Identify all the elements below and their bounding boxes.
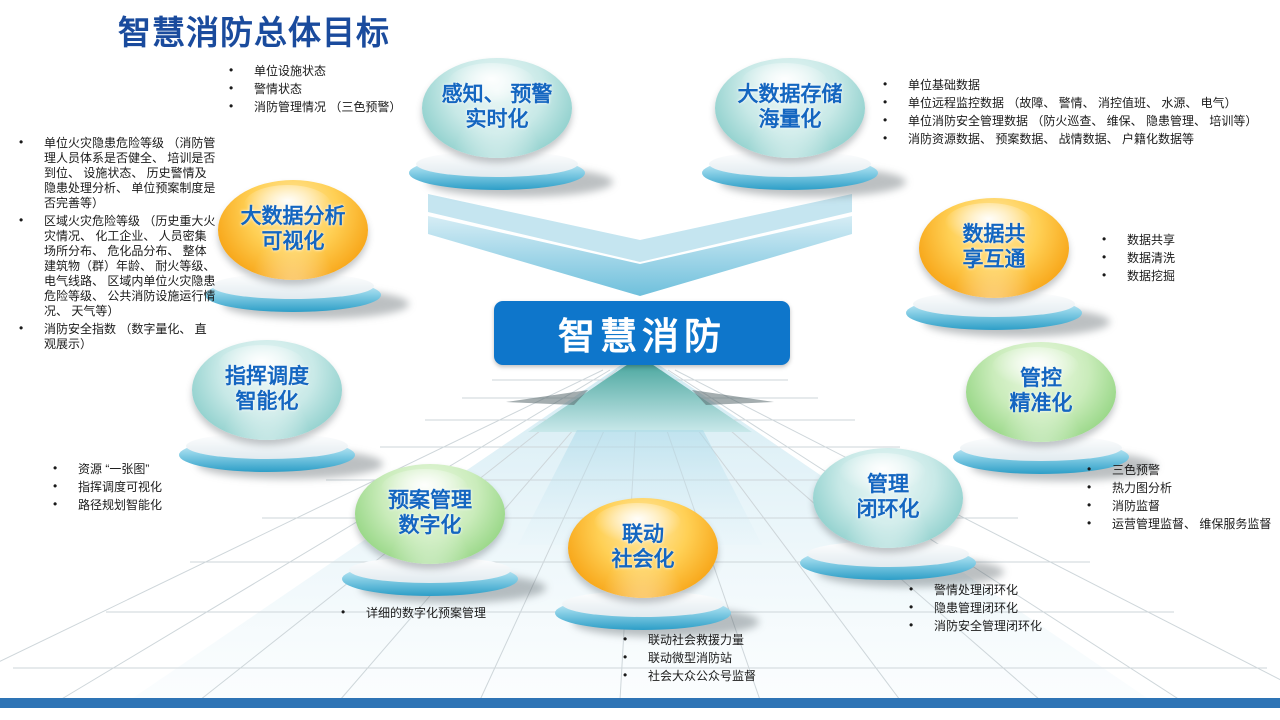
note-item: 区域火灾危险等级 （历史重大火灾情况、 化工企业、 人员密集场所分布、 危化品分…	[12, 213, 217, 319]
note-item: 联动微型消防站	[616, 650, 876, 666]
bubble-label-line1: 大数据存储	[737, 83, 843, 107]
sphere: 大数据存储 海量化	[715, 58, 865, 158]
bubble-label-line1: 预案管理	[388, 489, 472, 513]
note-item: 社会大众公众号监督	[616, 668, 876, 684]
bubble-label-line1: 联动	[622, 523, 664, 547]
note-item: 单位消防安全管理数据 （防火巡查、 维保、 隐患管理、 培训等）	[876, 113, 1276, 129]
sphere: 数据共 享互通	[919, 198, 1069, 298]
notes-analysis: 单位火灾隐患危险等级 （消防管理人员体系是否健全、 培训是否到位、 设施状态、 …	[12, 135, 217, 355]
note-item: 警情处理闭环化	[902, 582, 1172, 598]
bubble-label-line1: 大数据分析	[240, 205, 346, 229]
arrow-wing-shadow-right	[692, 390, 774, 405]
bubble-social-linkage: 联动 社会化	[555, 498, 760, 637]
bubble-label-line2: 闭环化	[856, 498, 920, 521]
bubble-bigdata-analysis: 大数据分析 可视化	[205, 180, 410, 319]
bubble-label-line1: 指挥调度	[225, 365, 309, 389]
sphere: 管控 精准化	[966, 342, 1116, 442]
sphere: 预案管理 数字化	[355, 464, 505, 564]
note-item: 详细的数字化预案管理	[334, 605, 594, 621]
sphere: 管理 闭环化	[813, 448, 963, 548]
note-item: 单位设施状态	[222, 63, 482, 79]
arrow-wing-shadow-left	[506, 390, 588, 405]
note-item: 热力图分析	[1080, 480, 1278, 496]
note-item: 三色预警	[1080, 462, 1278, 478]
note-item: 消防监督	[1080, 498, 1278, 514]
bubble-management-loop: 管理 闭环化	[800, 448, 1005, 587]
bubble-label-line1: 管理	[867, 473, 909, 497]
note-item: 消防安全指数 （数字量化、 直观展示）	[12, 321, 217, 352]
bubble-label-line2: 海量化	[758, 108, 822, 131]
note-item: 运营管理监督、 维保服务监督	[1080, 516, 1278, 532]
notes-perception: 单位设施状态 警情状态 消防管理情况 （三色预警）	[222, 63, 482, 118]
bubble-label-line1: 管控	[1020, 367, 1062, 391]
notes-control: 三色预警 热力图分析 消防监督 运营管理监督、 维保服务监督	[1080, 462, 1278, 535]
note-item: 数据共享	[1095, 232, 1270, 248]
notes-loop: 警情处理闭环化 隐患管理闭环化 消防安全管理闭环化	[902, 582, 1172, 637]
bubble-label-line2: 社会化	[611, 548, 675, 571]
notes-plan: 详细的数字化预案管理	[334, 605, 594, 624]
note-item: 指挥调度可视化	[46, 479, 256, 495]
bottom-accent-bar	[0, 698, 1280, 708]
bubble-label-line1: 数据共	[962, 223, 1026, 247]
note-item: 消防管理情况 （三色预警）	[222, 99, 482, 115]
bubble-label-line2: 精准化	[1009, 392, 1073, 415]
note-item: 数据清洗	[1095, 250, 1270, 266]
sphere: 大数据分析 可视化	[218, 180, 368, 280]
note-item: 消防安全管理闭环化	[902, 618, 1172, 634]
up-arrow-head	[528, 356, 752, 432]
note-item: 隐患管理闭环化	[902, 600, 1172, 616]
notes-linkage: 联动社会救援力量 联动微型消防站 社会大众公众号监督	[616, 632, 876, 687]
bubble-label-line2: 可视化	[261, 230, 325, 253]
note-item: 路径规划智能化	[46, 497, 256, 513]
note-item: 警情状态	[222, 81, 482, 97]
notes-storage: 单位基础数据 单位远程监控数据 （故障、 警情、 消控值班、 水源、 电气） 单…	[876, 77, 1276, 150]
bubble-data-sharing: 数据共 享互通	[906, 198, 1111, 337]
sphere: 联动 社会化	[568, 498, 718, 598]
note-item: 资源 “一张图”	[46, 461, 256, 477]
bubble-control-precision: 管控 精准化	[953, 342, 1158, 481]
center-smart-fire-box: 智慧消防	[494, 301, 790, 365]
bubble-plan-management: 预案管理 数字化	[342, 464, 547, 603]
note-item: 单位火灾隐患危险等级 （消防管理人员体系是否健全、 培训是否到位、 设施状态、 …	[12, 135, 217, 211]
down-chevron-upper	[428, 194, 852, 262]
bubble-bigdata-storage: 大数据存储 海量化	[702, 58, 907, 197]
notes-sharing: 数据共享 数据清洗 数据挖掘	[1095, 232, 1270, 287]
note-item: 消防资源数据、 预案数据、 战情数据、 户籍化数据等	[876, 131, 1276, 147]
note-item: 单位远程监控数据 （故障、 警情、 消控值班、 水源、 电气）	[876, 95, 1276, 111]
slide-title: 智慧消防总体目标	[118, 14, 390, 51]
note-item: 数据挖掘	[1095, 268, 1270, 284]
note-item: 单位基础数据	[876, 77, 1276, 93]
bubble-label-line2: 数字化	[398, 514, 462, 537]
bubble-command-dispatch: 指挥调度 智能化	[179, 340, 384, 479]
note-item: 联动社会救援力量	[616, 632, 876, 648]
bubble-label-line2: 享互通	[962, 248, 1026, 271]
sphere: 指挥调度 智能化	[192, 340, 342, 440]
notes-command: 资源 “一张图” 指挥调度可视化 路径规划智能化	[46, 461, 256, 516]
bubble-label-line2: 智能化	[235, 390, 299, 413]
down-chevron-lower	[428, 216, 852, 296]
